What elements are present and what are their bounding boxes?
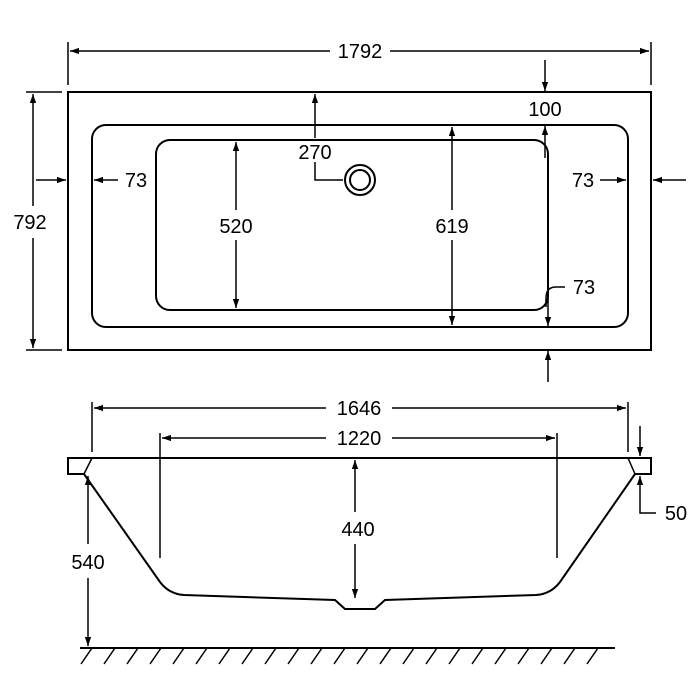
floor-hatch-mark [287, 647, 300, 665]
floor-hatch-mark [172, 647, 185, 665]
floor-hatch-mark [517, 647, 530, 665]
dim-overall-width-label: 792 [13, 212, 46, 234]
floor-hatch-mark [310, 647, 323, 665]
dim-drain-offset-label: 270 [298, 142, 331, 164]
bath-base-outline [155, 139, 549, 311]
dim-rim-top-label: 100 [528, 99, 561, 121]
dim-depth: 440 [341, 460, 375, 598]
floor-hatch-mark [356, 647, 369, 665]
floor-hatch-mark [540, 647, 553, 665]
dim-rim-right: 73 [572, 170, 686, 192]
dim-rim-left: 73 [36, 170, 147, 192]
dim-inner-width-base: 520 [219, 142, 253, 308]
floor-hatch-mark [333, 647, 346, 665]
plan-view [67, 91, 652, 351]
floor-hatch-mark [264, 647, 277, 665]
dim-rim-top: 100 [528, 60, 562, 158]
floor-hatch-mark [494, 647, 507, 665]
dim-rim-thickness-label: 50 [665, 503, 687, 525]
dim-rim-right-label: 73 [572, 170, 594, 192]
dim-base-length-label: 1220 [337, 428, 382, 450]
floor-hatch-mark [448, 647, 461, 665]
bath-outer-outline [67, 91, 652, 351]
floor-hatch-mark [149, 647, 162, 665]
dim-drain-offset: 270 [298, 94, 343, 181]
dim-inner-width-top: 619 [435, 127, 469, 325]
dim-base-corner-label: 73 [573, 277, 595, 299]
dim-rim-left-label: 73 [125, 170, 147, 192]
dim-base-length: 1220 [159, 428, 558, 558]
dim-inner-width-base-label: 520 [219, 216, 252, 238]
dim-depth-label: 440 [341, 519, 374, 541]
floor-hatch-mark [218, 647, 231, 665]
floor-hatch-mark [241, 647, 254, 665]
bath-rim-inner-outline [91, 124, 629, 328]
floor-hatch-mark [379, 647, 392, 665]
floor-hatch-mark [471, 647, 484, 665]
floor-hatch-mark [103, 647, 116, 665]
dim-rim-thickness: 50 [636, 426, 687, 525]
floor-hatch-mark [425, 647, 438, 665]
drain-icon [344, 164, 376, 196]
dim-top-length: 1646 [91, 398, 629, 452]
floor-hatch-mark [586, 647, 599, 665]
dim-overall-length: 1792 [67, 41, 652, 85]
dim-height-to-floor: 540 [71, 476, 105, 646]
dim-height-to-floor-label: 540 [71, 552, 104, 574]
floor-hatch [80, 647, 599, 665]
dim-overall-width: 792 [13, 91, 62, 351]
dim-inner-width-top-label: 619 [435, 216, 468, 238]
dim-base-corner: 73 [545, 277, 595, 307]
floor-hatch-mark [80, 647, 93, 665]
dim-overall-length-label: 1792 [338, 41, 383, 63]
dim-top-length-label: 1646 [337, 398, 382, 420]
floor-hatch-mark [402, 647, 415, 665]
floor-hatch-mark [563, 647, 576, 665]
section-view [67, 457, 652, 665]
floor-hatch-mark [126, 647, 139, 665]
floor-hatch-mark [195, 647, 208, 665]
bath-section-outline [67, 457, 652, 610]
